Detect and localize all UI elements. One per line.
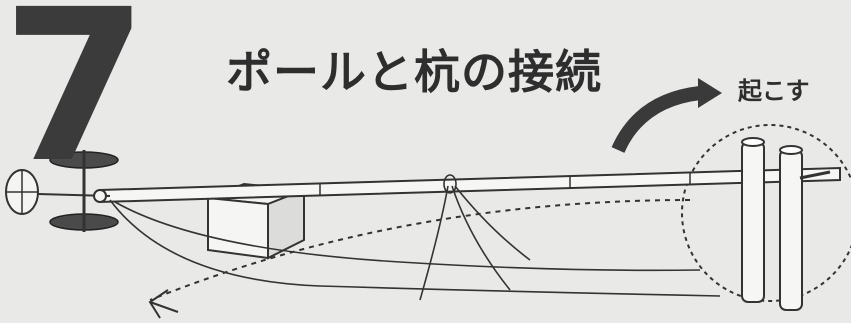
- pole-end-fittings: [5, 150, 119, 232]
- step-number: 7: [2, 0, 148, 209]
- stakes: [741, 137, 831, 311]
- ground-arc: [148, 199, 691, 319]
- raise-arrow: [611, 78, 722, 154]
- raise-label: 起こす: [738, 77, 810, 105]
- page-title: ポールと杭の接続: [226, 45, 602, 99]
- guy-ropes: [109, 174, 721, 301]
- rotation-circle: [681, 124, 851, 302]
- horizontal-pole: [99, 166, 841, 204]
